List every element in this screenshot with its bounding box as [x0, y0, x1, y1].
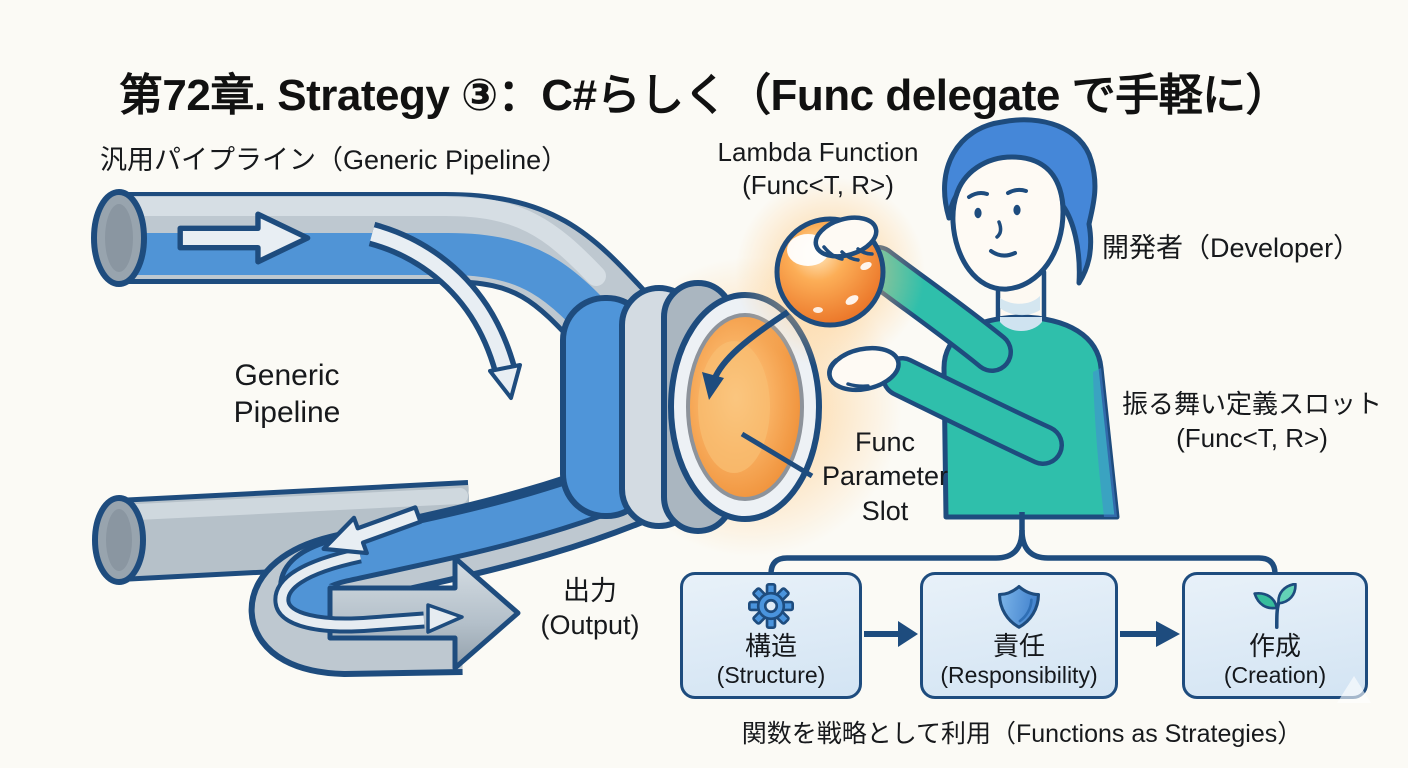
- shield-icon: [997, 584, 1041, 629]
- developer-figure: [857, 117, 1120, 520]
- caption: 関数を戦略として利用（Functions as Strategies）: [741, 720, 1303, 748]
- box-structure-en: (Structure): [716, 661, 826, 688]
- gear-icon: [748, 582, 794, 629]
- label-behavior-slot: 振る舞い定義スロット (Func<T, R>): [1122, 389, 1383, 453]
- lambda-function-line1: Lambda Function: [717, 137, 919, 167]
- label-output: 出力 (Output): [540, 576, 640, 641]
- box-structure-jp: 構造: [744, 630, 797, 661]
- strategy-box-structure: 構造 (Structure): [680, 572, 862, 699]
- strategy-box-creation: 作成 (Creation): [1182, 572, 1368, 699]
- sprout-icon: [1253, 582, 1297, 629]
- developer-hands: [813, 215, 901, 393]
- label-lambda-function: Lambda Function (Func<T, R>): [698, 136, 938, 202]
- box-responsibility-en: (Responsibility): [940, 661, 1098, 688]
- strategy-box-responsibility: 責任 (Responsibility): [920, 572, 1118, 699]
- lambda-orb: [735, 177, 925, 367]
- output-arrow: [273, 497, 521, 671]
- label-generic-pipeline-jp: 汎用パイプライン（Generic Pipeline）: [100, 145, 569, 175]
- box-arrows: [864, 621, 1180, 647]
- label-developer: 開発者（Developer）: [1102, 233, 1361, 263]
- box-creation-en: (Creation): [1223, 661, 1327, 688]
- label-generic-pipeline-en: Generic Pipeline: [233, 359, 341, 429]
- flow-arrow-bend-icon: [368, 221, 522, 400]
- branch-connector: [768, 512, 1278, 575]
- box-responsibility-jp: 責任: [992, 630, 1045, 661]
- hand-on-orb: [813, 215, 879, 259]
- arrow-responsibility-to-creation: [1156, 621, 1180, 647]
- box-creation-jp: 作成: [1248, 630, 1301, 661]
- watermark-triangle: [1337, 676, 1371, 703]
- orb-to-slot-arrow: [702, 309, 790, 400]
- page-title: 第72章. Strategy ③：C#らしく（Func delegate で手軽…: [118, 71, 1290, 121]
- flow-arrow-uturn-icon: [273, 546, 464, 634]
- developer-hair: [942, 117, 1098, 286]
- arrow-structure-to-responsibility: [898, 621, 918, 647]
- label-func-parameter-slot: Func Parameter Slot: [821, 427, 949, 526]
- slot-pointer-line: [740, 431, 814, 479]
- lambda-function-line2: (Func<T, R>): [742, 170, 894, 201]
